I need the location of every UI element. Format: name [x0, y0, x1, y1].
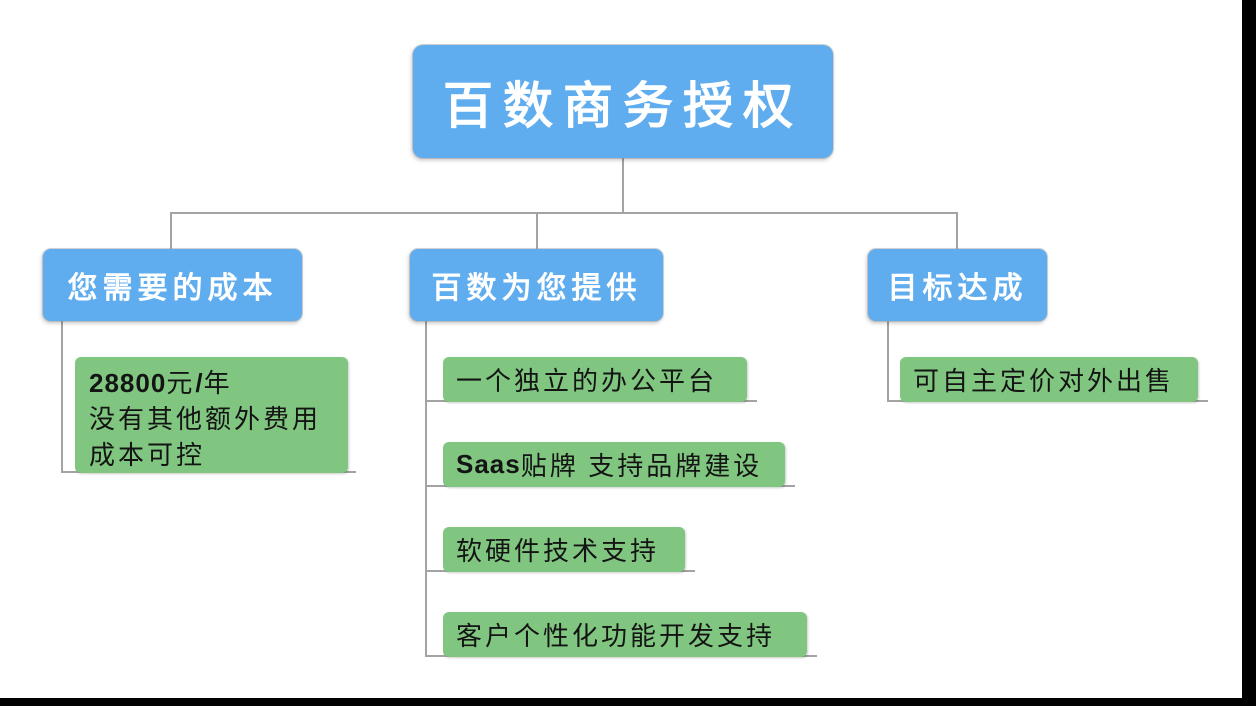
frame-bottom-bar	[0, 698, 1256, 706]
branch-provide: 百数为您提供	[410, 249, 663, 321]
leaf-cost-price-number: 28800	[89, 368, 167, 398]
branch-cost-label: 您需要的成本	[67, 272, 278, 305]
connector-root-trunk	[622, 158, 624, 214]
leaf-saas-branding-prefix: Saas	[456, 449, 521, 479]
leaf-office-platform: 一个独立的办公平台	[443, 357, 747, 402]
leaf-cost-line3: 成本可控	[89, 441, 206, 470]
frame-right-bar	[1242, 0, 1256, 706]
leaf-tech-support-text: 软硬件技术支持	[456, 537, 660, 566]
leaf-saas-branding-text: 贴牌 支持品牌建设	[520, 452, 763, 481]
connector-trunk-provide	[425, 321, 427, 657]
leaf-office-platform-text: 一个独立的办公平台	[456, 367, 718, 396]
branch-goal: 目标达成	[868, 249, 1047, 321]
root-topic-label: 百数商务授权	[443, 77, 803, 134]
connector-drop-provide	[536, 212, 538, 250]
branch-goal-label: 目标达成	[887, 272, 1028, 305]
connector-trunk-cost	[61, 321, 63, 473]
leaf-external-sale-text: 可自主定价对外出售	[913, 367, 1175, 396]
connector-drop-cost	[170, 212, 172, 250]
leaf-cost-details: 28800元/年 没有其他额外费用 成本可控	[75, 357, 348, 473]
root-topic: 百数商务授权	[413, 45, 833, 158]
connector-drop-goal	[956, 212, 958, 250]
leaf-cost-price-unit1: 元	[166, 369, 196, 398]
leaf-custom-dev-support-text: 客户个性化功能开发支持	[456, 622, 776, 651]
connector-trunk-goal	[887, 321, 889, 402]
leaf-custom-dev-support: 客户个性化功能开发支持	[443, 612, 807, 657]
leaf-tech-support: 软硬件技术支持	[443, 527, 685, 572]
connector-horizontal-bus	[170, 212, 958, 214]
leaf-cost-price-slash: /	[195, 368, 204, 398]
leaf-cost-price-unit2: 年	[203, 369, 233, 398]
branch-cost: 您需要的成本	[43, 249, 302, 321]
branch-provide-label: 百数为您提供	[431, 272, 642, 305]
leaf-cost-line1: 28800元/年	[89, 365, 348, 402]
leaf-external-sale: 可自主定价对外出售	[900, 357, 1198, 402]
leaf-cost-line2: 没有其他额外费用	[89, 405, 322, 434]
